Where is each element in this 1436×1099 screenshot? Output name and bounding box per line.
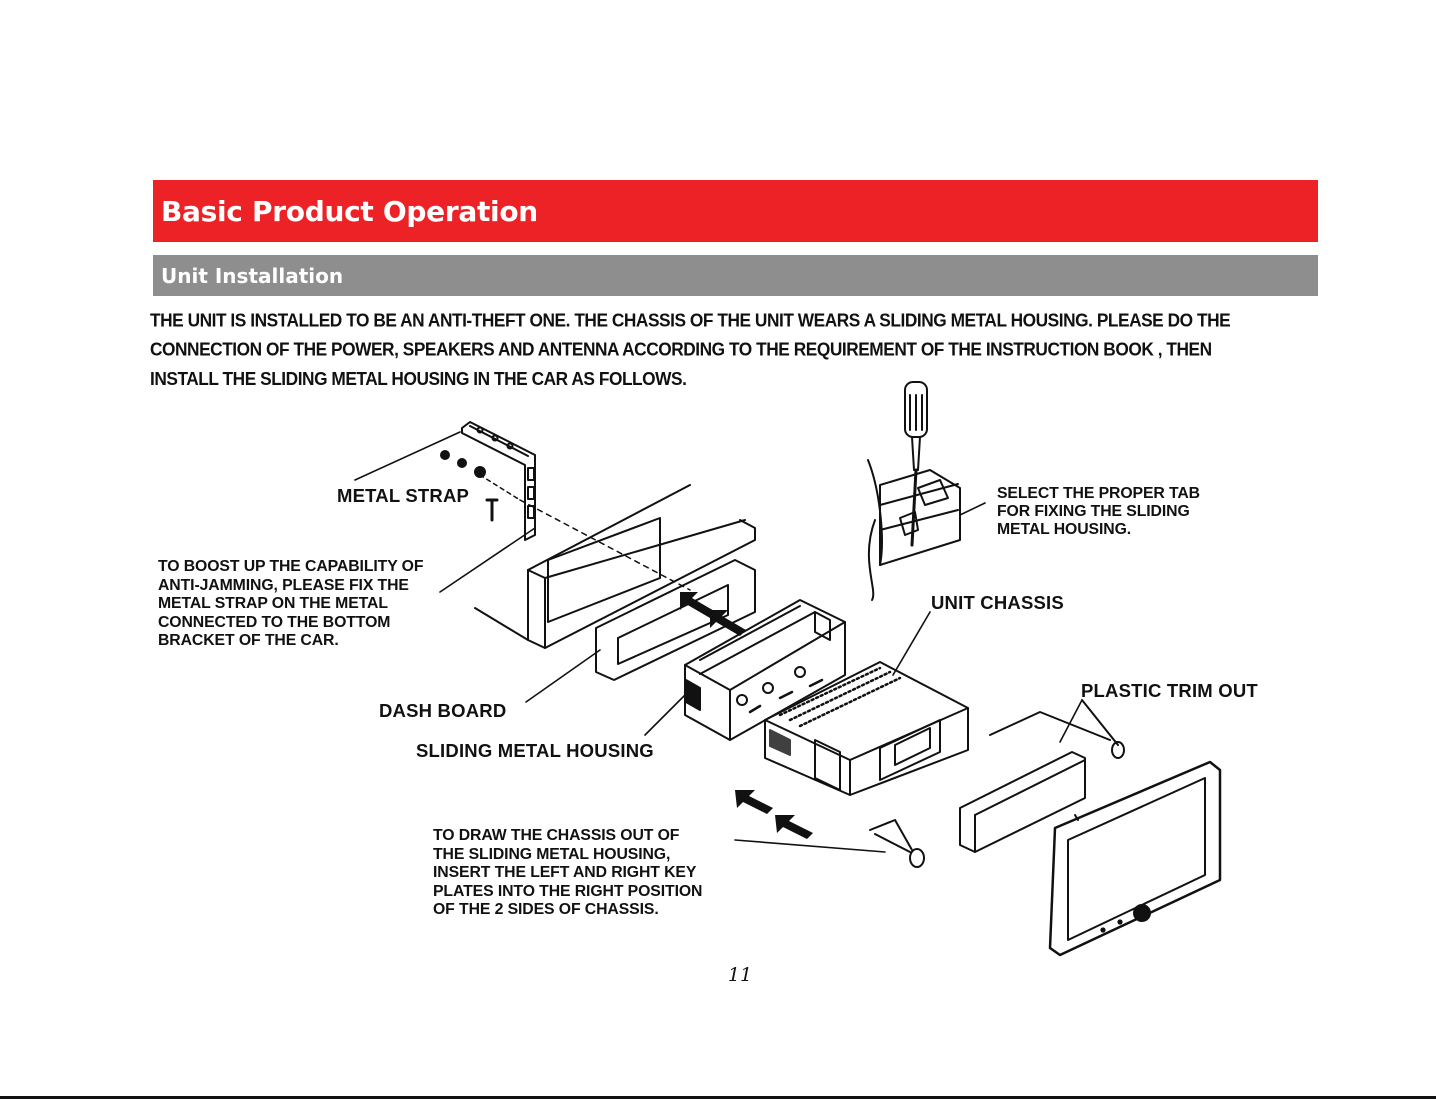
dashboard — [474, 484, 756, 649]
boost-line-2: ANTI-JAMMING, PLEASE FIX THE — [158, 576, 409, 594]
plastic-trim — [959, 751, 1086, 853]
select-line-3: METAL HOUSING. — [997, 521, 1132, 538]
unit-chassis — [764, 661, 969, 796]
page-title: Basic Product Operation — [161, 194, 538, 228]
label-dash-board: DASH BOARD — [379, 700, 507, 721]
boost-line-5: BRACKET OF THE CAR. — [158, 632, 339, 649]
guide-dash — [519, 499, 691, 591]
metal-strap — [440, 421, 536, 541]
key-tools — [869, 699, 1125, 868]
label-select-tab: SELECT THE PROPER TAB FOR FIXING THE SLI… — [997, 485, 1200, 539]
draw-line-2: THE SLIDING METAL HOUSING, — [433, 845, 671, 863]
label-draw-chassis: TO DRAW THE CHASSIS OUT OF THE SLIDING M… — [433, 827, 702, 920]
label-boost-antijamming: TO BOOST UP THE CAPABILITY OF ANTI-JAMMI… — [158, 558, 423, 651]
label-plastic-trim-out: PLASTIC TRIM OUT — [1081, 680, 1258, 701]
select-line-2: FOR FIXING THE SLIDING — [997, 503, 1190, 520]
label-metal-strap: METAL STRAP — [337, 485, 470, 506]
sliding-housing — [684, 599, 846, 741]
bottom-rule — [0, 1096, 1436, 1099]
boost-line-3: METAL STRAP ON THE METAL — [158, 595, 388, 612]
page-title-bar: Basic Product Operation — [153, 180, 1318, 242]
leader-lines — [354, 431, 1083, 853]
draw-line-5: OF THE 2 SIDES OF CHASSIS. — [433, 901, 659, 918]
draw-line-4: PLATES INTO THE RIGHT POSITION — [433, 882, 703, 900]
boost-line-1: TO BOOST UP THE CAPABILITY OF — [158, 558, 424, 575]
section-title: Unit Installation — [161, 263, 344, 288]
draw-line-1: TO DRAW THE CHASSIS OUT OF — [433, 827, 680, 844]
label-sliding-metal-housing: SLIDING METAL HOUSING — [416, 740, 654, 761]
front-panel — [1048, 760, 1222, 957]
section-title-bar: Unit Installation — [153, 255, 1318, 296]
page-number: 11 — [727, 964, 753, 986]
select-line-1: SELECT THE PROPER TAB — [997, 485, 1200, 502]
frame-plate — [595, 559, 756, 681]
intro-line-1: THE UNIT IS INSTALLED TO BE AN ANTI-THEF… — [150, 309, 1231, 331]
intro-line-3: INSTALL THE SLIDING METAL HOUSING IN THE… — [150, 367, 687, 390]
intro-paragraph: THE UNIT IS INSTALLED TO BE AN ANTI-THEF… — [150, 306, 1325, 393]
boost-line-4: CONNECTED TO THE BOTTOM — [158, 613, 391, 631]
insert-arrows — [680, 592, 813, 839]
intro-line-2: CONNECTION OF THE POWER, SPEAKERS AND AN… — [150, 338, 1212, 360]
label-unit-chassis: UNIT CHASSIS — [931, 592, 1064, 613]
draw-line-3: INSERT THE LEFT AND RIGHT KEY — [433, 864, 697, 881]
screwdriver-detail — [867, 381, 961, 601]
